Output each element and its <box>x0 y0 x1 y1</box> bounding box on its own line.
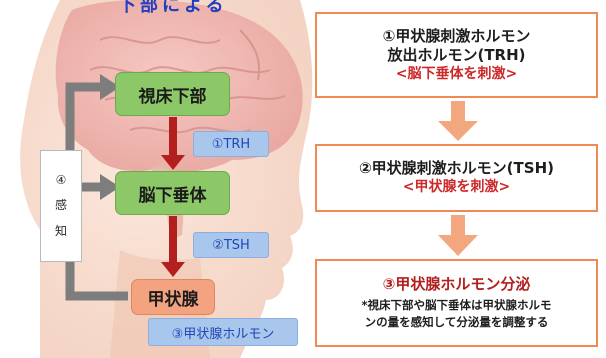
step-2-title: ②甲状腺刺激ホルモン(TSH) <box>358 159 554 177</box>
trh-label: ①TRH <box>193 131 269 157</box>
tsh-label: ②TSH <box>193 232 269 258</box>
feedback-char-1: 感 <box>54 198 67 212</box>
pituitary-node: 脳下垂体 <box>115 171 230 215</box>
down-arrow-hypothalamus-to-pituitary <box>161 117 185 170</box>
flow-arrow-step1-to-step2 <box>438 101 478 141</box>
down-arrow-pituitary-to-thyroid <box>161 216 185 277</box>
diagram-title-fragment: 下部による <box>118 0 228 16</box>
step-3-note-line-2: ンの量を感知して分泌量を調整する <box>364 315 549 329</box>
flow-arrow-step2-to-step3 <box>438 215 478 256</box>
thyroid-hormone-label: ③甲状腺ホルモン <box>148 318 298 346</box>
step-2-tsh-box: ②甲状腺刺激ホルモン(TSH) <甲状腺を刺激> <box>315 144 598 212</box>
feedback-arrowhead-to-hypothalamus <box>100 74 120 100</box>
feedback-char-2: 知 <box>54 224 67 238</box>
step-1-action: <脳下垂体を刺激> <box>395 65 518 82</box>
step-1-trh-box: ①甲状腺刺激ホルモン 放出ホルモン(TRH) <脳下垂体を刺激> <box>315 12 598 98</box>
step-3-title: ③甲状腺ホルモン分泌 <box>382 275 531 293</box>
step-3-note-line-1: *視床下部や脳下垂体は甲状腺ホルモ <box>361 298 552 312</box>
step-3-secretion-box: ③甲状腺ホルモン分泌 *視床下部や脳下垂体は甲状腺ホルモ ンの量を感知して分泌量… <box>315 259 598 347</box>
thyroid-node: 甲状腺 <box>131 279 215 315</box>
step-2-action: <甲状腺を刺激> <box>402 179 511 195</box>
step-1-title-line-1: ①甲状腺刺激ホルモン <box>382 26 531 45</box>
step-1-title-line-2: 放出ホルモン(TRH) <box>387 45 526 64</box>
feedback-sensing-label: ④ 感 知 <box>40 150 82 262</box>
hypothalamus-node: 視床下部 <box>115 72 230 116</box>
feedback-arrowhead-to-pituitary <box>100 174 120 200</box>
feedback-number: ④ <box>55 173 67 187</box>
